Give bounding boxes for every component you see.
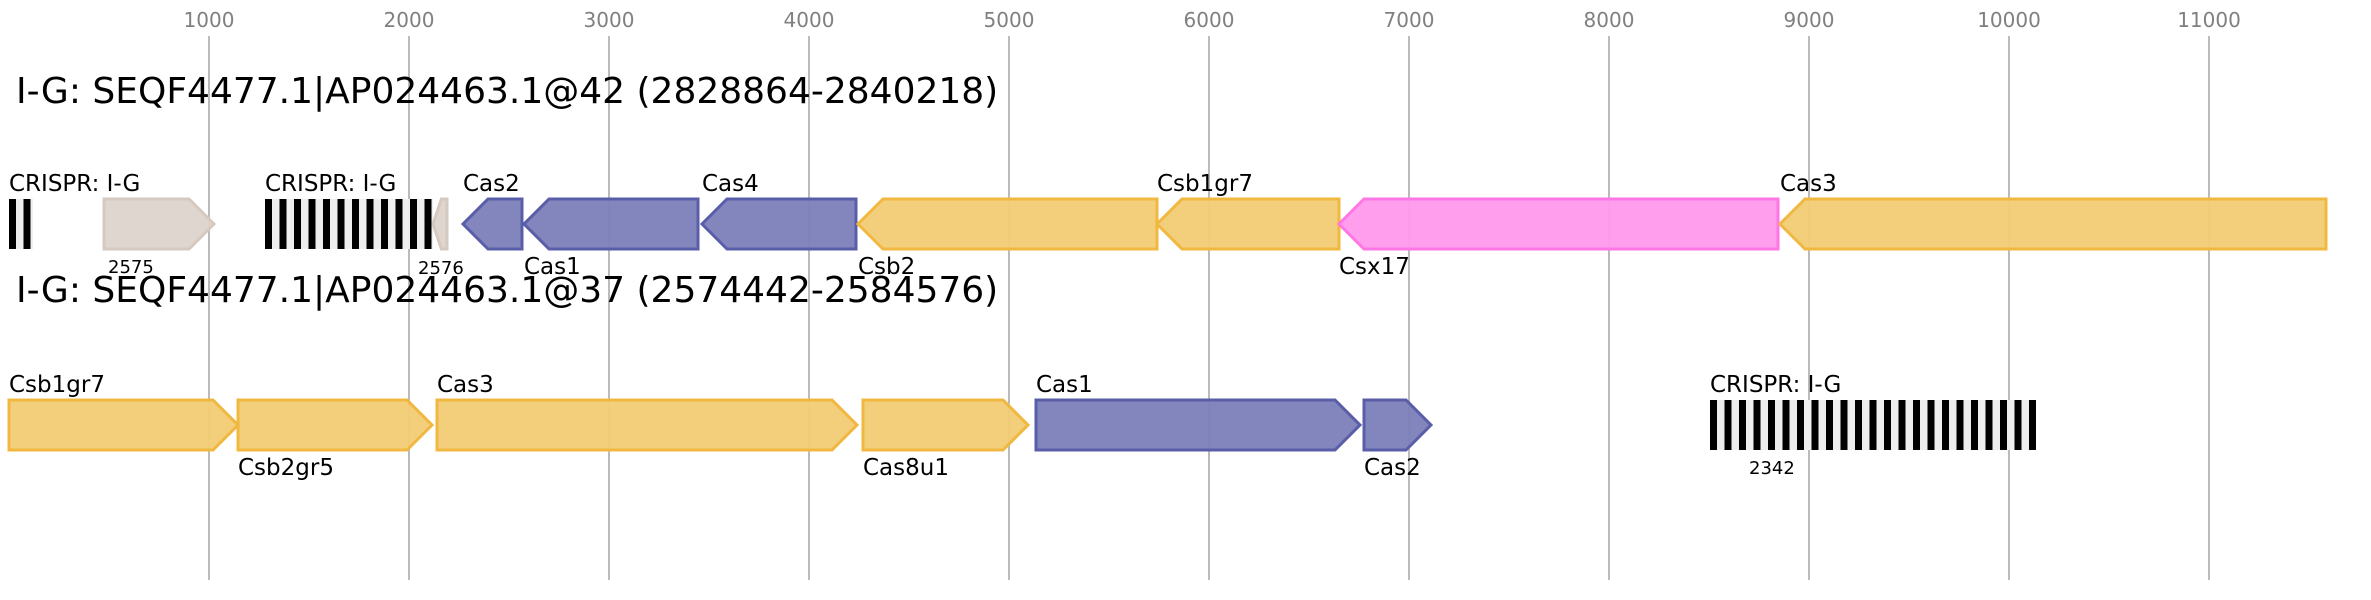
gene-csb2gr5 [236,398,435,452]
feature-label: Cas1 [524,254,581,280]
crispr-repeat [308,199,316,249]
gene-cas2 [1362,398,1434,452]
gene-cas4 [699,197,858,251]
feature-label: 2575 [108,257,154,278]
axis-tick-label: 8000 [1584,8,1635,32]
gene-cas3 [435,398,860,452]
crispr-repeat [381,199,388,249]
crispr-repeat [1826,400,1833,450]
axis-tick-label: 4000 [784,8,835,32]
crispr-repeat [1710,400,1717,450]
axis-tick-label: 1000 [184,8,235,32]
axis-tick-label: 2000 [384,8,435,32]
feature-label: Csb2gr5 [238,455,334,481]
axis-tick-label: 10000 [1977,8,2041,32]
crispr-repeat [1927,400,1935,450]
gene-csx17 [1336,197,1780,251]
axis-tick-label: 6000 [1184,8,1235,32]
feature-label: Csb1gr7 [1157,171,1253,197]
crispr-repeat [1768,400,1775,450]
crispr-repeat [1782,400,1790,450]
crispr-repeat [1739,400,1746,450]
crispr-repeat [366,199,374,249]
gene-cas1 [521,197,700,251]
track-title: I-G: SEQF4477.1|AP024463.1@37 (2574442-2… [16,270,998,311]
crispr-repeat [1913,400,1920,450]
axis-tick-label: 5000 [984,8,1035,32]
gene-cas3 [1777,197,2328,251]
feature-label: Cas3 [1780,171,1837,197]
crispr-repeat [265,199,272,249]
crispr-repeat [2014,400,2022,450]
feature-label: CRISPR: I-G [265,171,396,197]
gene-cas8u1 [861,398,1031,452]
gene-csb2 [855,197,1159,251]
crispr-repeat [1884,400,1891,450]
crispr-repeat [337,199,345,249]
crispr-repeat [23,199,31,249]
crispr-repeat [9,199,16,249]
feature-label: Cas2 [463,171,520,197]
crispr-repeat [1971,400,1978,450]
crispr-array [1710,400,2036,450]
feature-label: CRISPR: I-G [9,171,140,197]
feature-label: Cas3 [437,372,494,398]
crispr-repeat [1840,400,1848,450]
feature-label: Cas2 [1364,455,1421,481]
track-2: I-G: SEQF4477.1|AP024463.1@37 (2574442-2… [7,270,2036,481]
track-1: I-G: SEQF4477.1|AP024463.1@42 (2828864-2… [9,71,2328,280]
axis-tick-label: 9000 [1784,8,1835,32]
gene-csb1gr7 [7,398,241,452]
feature-label: 2576 [418,258,464,279]
crispr-repeat [1985,400,1993,450]
feature-label: Cas4 [702,171,759,197]
track-title: I-G: SEQF4477.1|AP024463.1@42 (2828864-2… [16,71,998,112]
crispr-repeat [1811,400,1819,450]
axis-tick-label: 7000 [1384,8,1435,32]
crispr-array [265,199,433,249]
crispr-repeat [1942,400,1949,450]
crispr-repeat [410,199,417,249]
gene-csb1gr7 [1154,197,1341,251]
crispr-repeat [279,199,287,249]
crispr-repeat [1855,400,1862,450]
gene-2575 [102,197,217,251]
crispr-repeat [1724,400,1732,450]
crispr-repeat [1869,400,1877,450]
feature-label: Cas8u1 [863,455,949,481]
axis-tick-label: 11000 [2177,8,2241,32]
crispr-repeat [323,199,330,249]
crispr-array [9,199,33,249]
gene-2576 [431,197,449,251]
crispr-repeat [352,199,359,249]
gene-cas1 [1034,398,1363,452]
feature-label: Csb1gr7 [9,372,105,398]
feature-label: Csb2 [858,254,915,280]
feature-label: 2342 [1749,458,1795,479]
feature-label: Csx17 [1339,254,1410,280]
crispr-repeat [424,199,432,249]
crispr-repeat [294,199,301,249]
crispr-repeat [1898,400,1906,450]
gene-cas2 [460,197,524,251]
crispr-repeat [1753,400,1761,450]
crispr-background [265,199,433,249]
feature-label: CRISPR: I-G [1710,372,1841,398]
feature-label: Cas1 [1036,372,1093,398]
crispr-repeat [1797,400,1804,450]
crispr-repeat [2000,400,2007,450]
crispr-repeat [1956,400,1964,450]
crispr-repeat [2029,400,2036,450]
axis-tick-label: 3000 [584,8,635,32]
crispr-repeat [395,199,403,249]
